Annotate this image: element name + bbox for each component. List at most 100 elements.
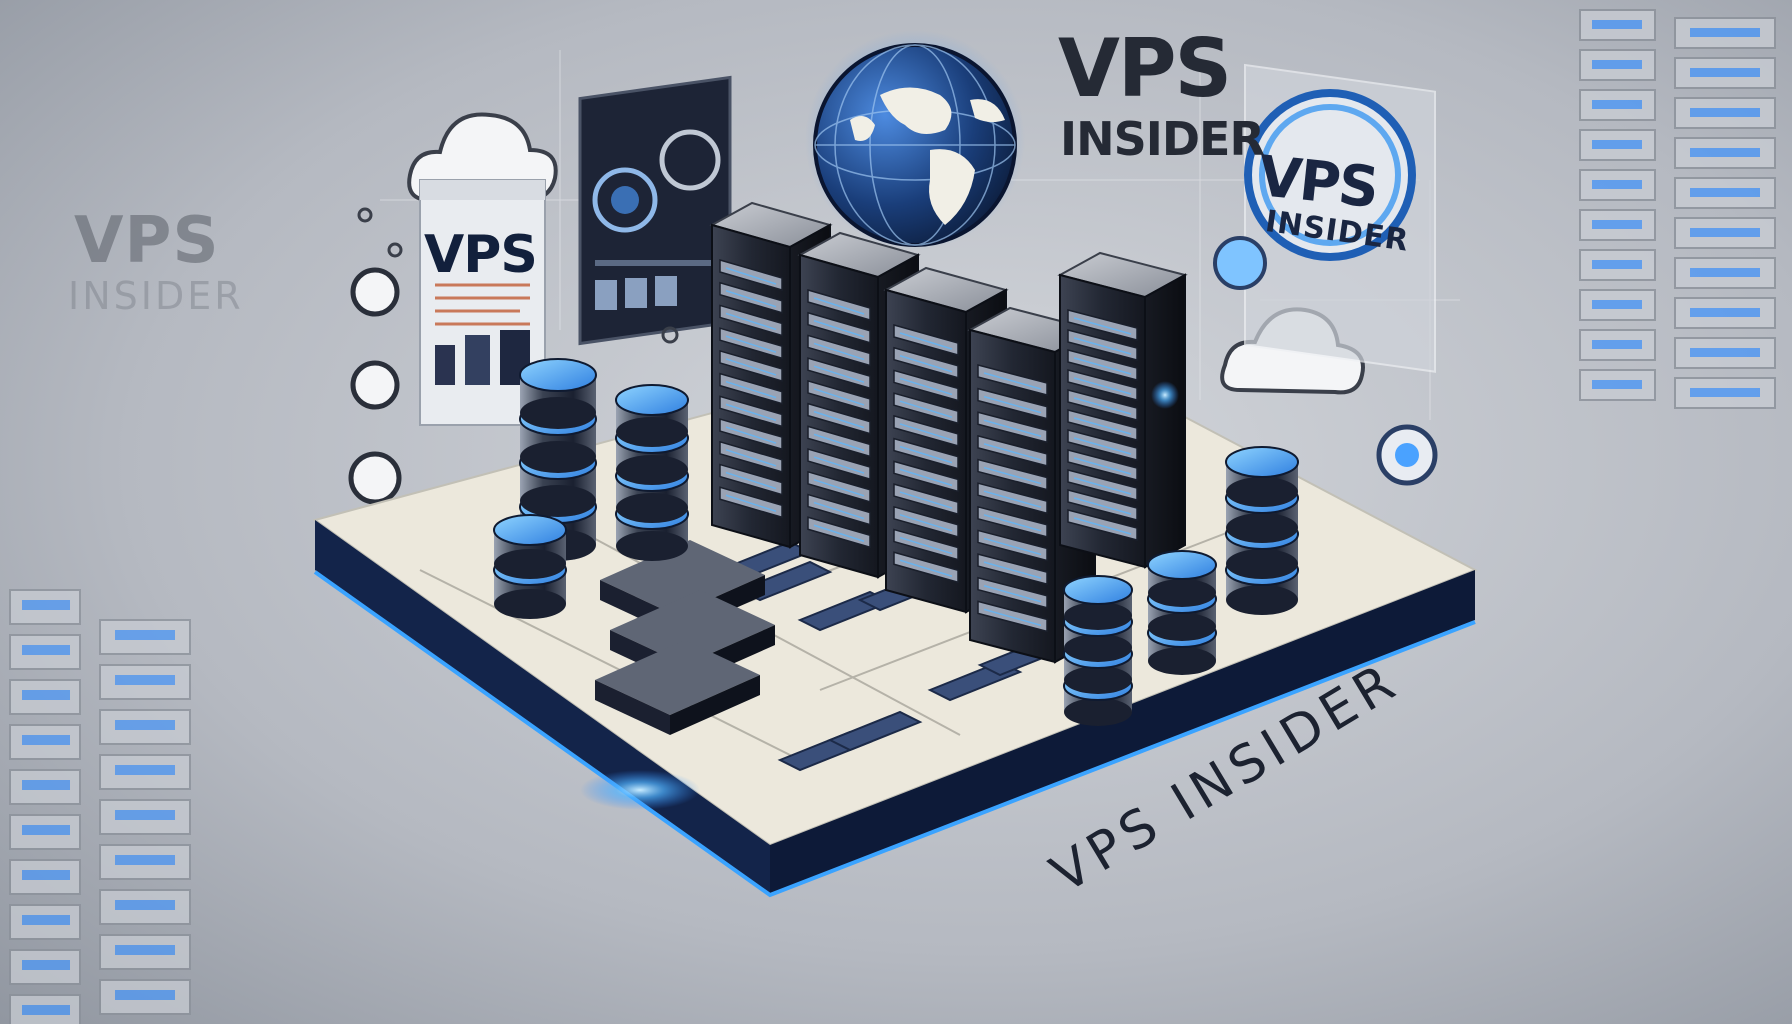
rack-light [1690, 308, 1760, 317]
rack-light [1690, 28, 1760, 37]
disk-rim [616, 531, 688, 561]
disk-rim [1148, 579, 1216, 607]
server-towers [709, 201, 1188, 664]
drive-bay [1067, 309, 1138, 341]
rack-light [115, 720, 175, 730]
disk-rim [616, 455, 688, 485]
drive-light [725, 267, 777, 285]
server-tower [1057, 251, 1188, 569]
disk-stacks [493, 358, 1299, 726]
drive-bay [807, 516, 871, 549]
drive-bay [893, 392, 959, 425]
drive-light [813, 479, 865, 497]
rack-light [1592, 20, 1642, 29]
drive-bay [977, 553, 1048, 586]
drive-light [813, 456, 865, 474]
rack-light [22, 735, 70, 745]
disk-rim [616, 417, 688, 447]
disk-rim [520, 485, 596, 517]
disk-rim [1226, 549, 1298, 579]
drive-bay [893, 324, 959, 356]
drive-bay [719, 418, 783, 451]
drive-bay [719, 281, 783, 314]
rack-light [1592, 220, 1642, 229]
drive-bay [977, 411, 1048, 444]
drive-bay [977, 458, 1048, 491]
drive-bay [893, 369, 959, 402]
drive-light [725, 335, 777, 353]
drive-bay [1067, 369, 1138, 401]
drive-light [1073, 337, 1132, 355]
drive-light [983, 514, 1042, 532]
drive-light [1073, 397, 1132, 415]
drive-light [899, 468, 953, 487]
drive-light [983, 372, 1042, 390]
rack-light [22, 600, 70, 610]
rack-light [22, 960, 70, 970]
rack-light [22, 870, 70, 880]
disk-stack [1063, 575, 1133, 726]
drive-light [899, 400, 953, 418]
drive-bay [807, 289, 871, 321]
drive-light [983, 419, 1042, 437]
left-rack-decoration [9, 589, 191, 1024]
rack-light [1592, 260, 1642, 269]
rack-light [1690, 68, 1760, 77]
document-panel [419, 179, 546, 426]
drive-bay [893, 346, 959, 379]
rack-light [1592, 380, 1642, 389]
drive-light [983, 395, 1042, 414]
rack-light [115, 900, 175, 910]
drive-bay [977, 482, 1048, 515]
disk-top [615, 384, 689, 416]
disk-top [1147, 550, 1217, 580]
drive-bay [719, 395, 783, 428]
drive-light [725, 494, 777, 512]
disk-top [1063, 575, 1133, 605]
drive-light [813, 342, 865, 361]
document-title: VPS [424, 225, 538, 285]
drive-bay [893, 460, 959, 493]
ui-icons-right [1213, 236, 1438, 486]
rack-light [115, 765, 175, 775]
drive-bay [719, 349, 783, 382]
drive-light [1073, 437, 1132, 455]
drive-bay [893, 414, 959, 447]
disk-rim [520, 397, 596, 429]
drive-light [899, 536, 953, 555]
drive-bay [1067, 469, 1138, 501]
disk-top [1225, 446, 1299, 478]
drive-light [813, 297, 865, 315]
drive-bay [807, 357, 871, 390]
rack-light [22, 1005, 70, 1015]
disk-rim [1148, 613, 1216, 641]
rack-light [1592, 180, 1642, 189]
ui-icons-left [348, 267, 402, 505]
drive-bay [719, 259, 783, 291]
drive-light [899, 514, 953, 532]
drive-bay [1067, 409, 1138, 441]
drive-bay [977, 364, 1048, 396]
drive-light [899, 445, 953, 464]
drive-light [1073, 357, 1132, 375]
drive-light [899, 491, 953, 509]
disk-rim [1226, 477, 1298, 507]
disk-stack [1225, 446, 1299, 615]
drive-bay [893, 483, 959, 516]
disk-top [493, 514, 567, 546]
drive-light [1073, 477, 1132, 495]
drive-light [983, 466, 1042, 485]
disk-rim [1064, 634, 1132, 662]
drive-light [813, 501, 865, 520]
drive-light [983, 443, 1042, 461]
rack-light [1690, 108, 1760, 117]
rack-light [115, 855, 175, 865]
status-glow [1151, 381, 1179, 409]
drive-light [899, 377, 953, 396]
rack-light [1592, 300, 1642, 309]
drive-light [813, 320, 865, 338]
disk-rim [520, 441, 596, 473]
tower-side [1144, 273, 1186, 569]
drive-light [1073, 417, 1132, 435]
